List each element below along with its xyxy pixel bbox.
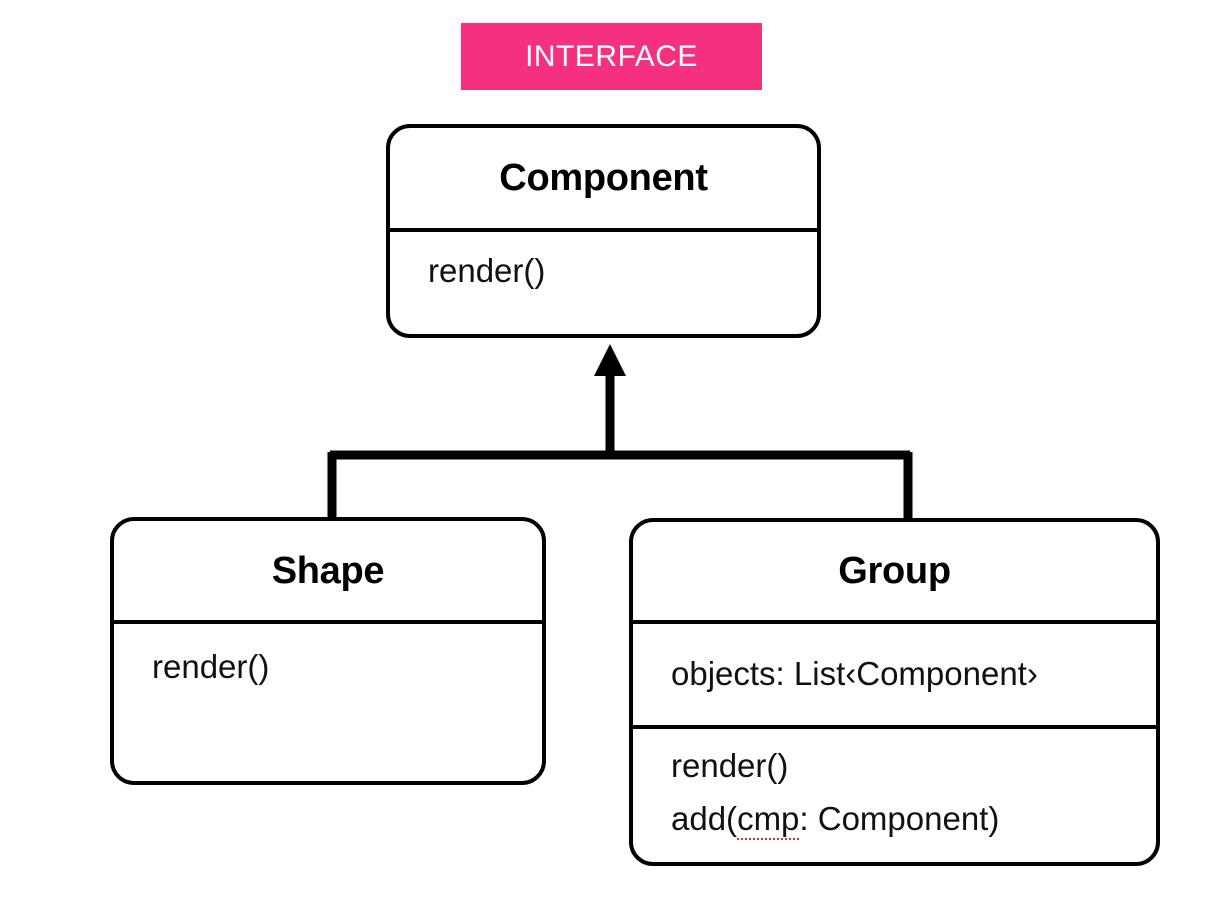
class-title-compartment-component: Component — [390, 128, 817, 232]
generalization-arrowhead — [594, 344, 626, 376]
misspelled-token-cmp: cmp — [737, 799, 800, 840]
stereotype-badge-interface: INTERFACE — [461, 23, 762, 90]
class-operations-compartment-shape: render() — [114, 624, 542, 781]
operation-group-add-prefix: add( — [671, 799, 738, 837]
class-box-shape[interactable]: Shape render() — [110, 517, 546, 785]
class-name-shape: Shape — [271, 549, 385, 592]
class-box-component[interactable]: Component render() — [386, 124, 821, 338]
operation-group-render: render() — [671, 747, 789, 784]
class-name-component: Component — [499, 157, 708, 199]
class-box-group[interactable]: Group objects: List‹Component› render() … — [629, 518, 1160, 866]
class-title-compartment-group: Group — [633, 522, 1156, 624]
stereotype-badge-label: INTERFACE — [525, 39, 698, 73]
operation-shape-render: render() — [152, 648, 270, 685]
operation-group-add: add(cmp: Component) — [633, 799, 1156, 840]
class-operations-compartment-component: render() — [390, 232, 817, 334]
class-attributes-compartment-group: objects: List‹Component› — [633, 624, 1156, 729]
operation-component-render: render() — [428, 252, 546, 289]
attribute-group-objects: objects: List‹Component› — [671, 655, 1038, 693]
operation-group-add-suffix: : Component) — [799, 799, 1000, 837]
class-operations-compartment-group: render() add(cmp: Component) — [633, 729, 1156, 862]
class-title-compartment-shape: Shape — [114, 521, 542, 624]
class-name-group: Group — [838, 550, 951, 592]
